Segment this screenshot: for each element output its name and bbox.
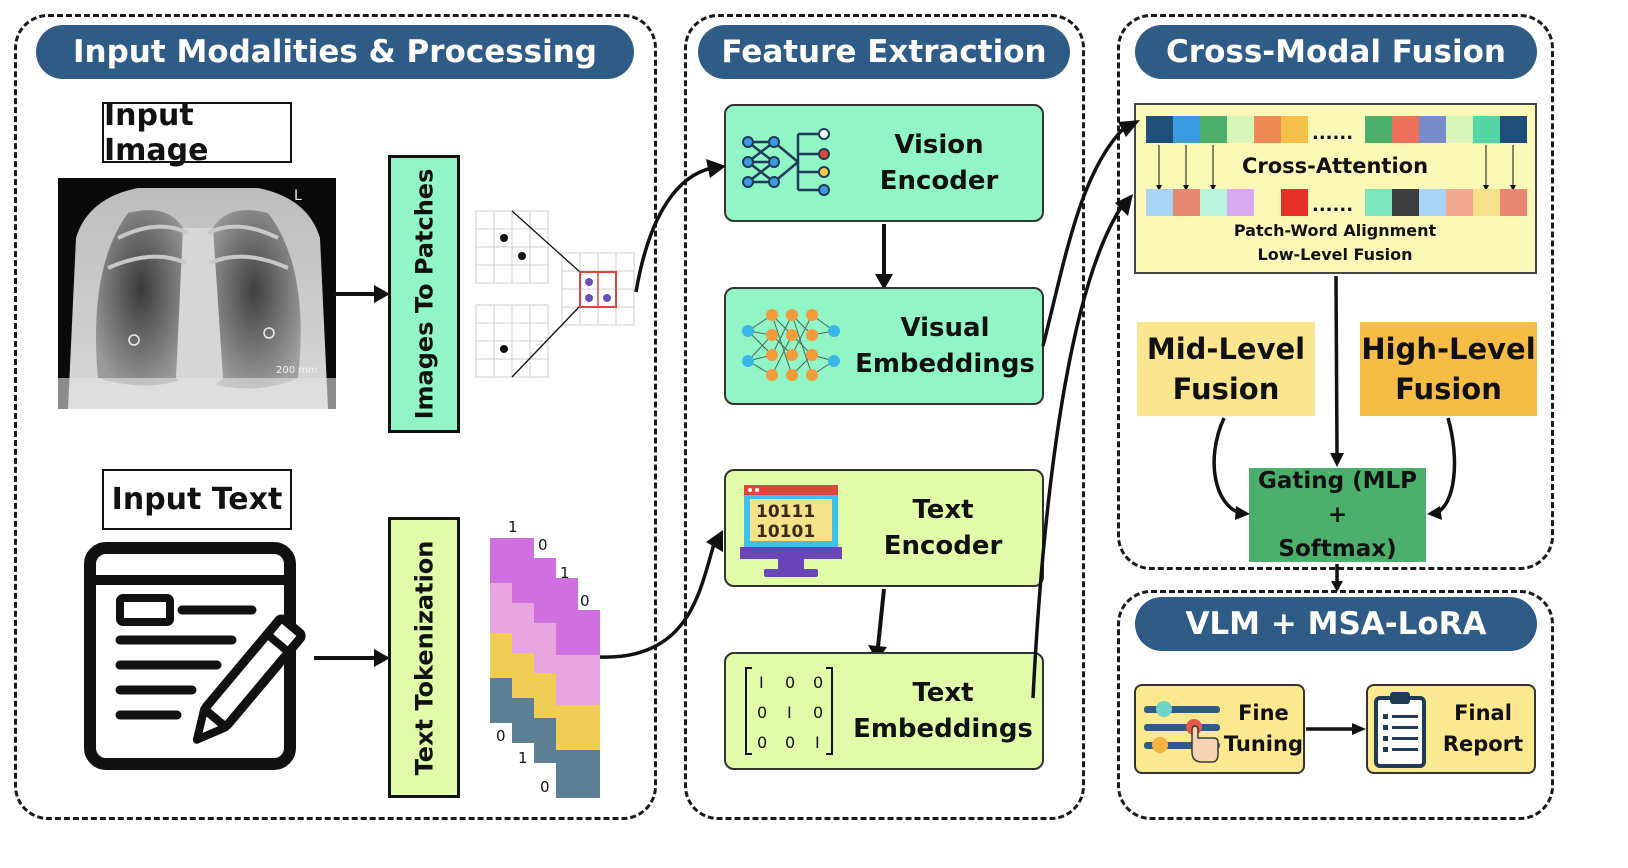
clipboard-report-icon [1374, 692, 1426, 768]
svg-text:0: 0 [757, 733, 767, 752]
document-pen-icon [84, 542, 306, 770]
svg-text:0: 0 [496, 727, 506, 745]
svg-text:1: 1 [508, 518, 518, 536]
xray-image: 200 mm L [58, 178, 336, 409]
fine-tuning-line1: Fine [1238, 701, 1289, 725]
computer-binary-icon: 10111 10101 [740, 485, 842, 577]
mid-level-fusion-box: Mid-Level Fusion [1137, 322, 1315, 416]
gating-line1: Gating (MLP + [1257, 468, 1418, 528]
high-level-fusion-box: High-Level Fusion [1360, 322, 1537, 416]
text-embeddings-line1: Text [912, 678, 974, 708]
neural-network-icon [742, 128, 830, 196]
svg-text:0: 0 [757, 703, 767, 722]
deep-network-icon [742, 309, 840, 381]
arrow-vision-to-visual [875, 224, 893, 290]
svg-text:0: 0 [580, 592, 590, 610]
gating-line2: Softmax) [1278, 536, 1397, 562]
input-image-label: Input Image [102, 98, 292, 168]
high-level-line2: Fusion [1395, 372, 1502, 406]
input-text-label: Input Text [102, 469, 292, 530]
final-report-box: Final Report [1366, 684, 1536, 774]
mid-level-line2: Fusion [1172, 372, 1280, 406]
svg-text:Low-Level Fusion: Low-Level Fusion [1258, 245, 1413, 264]
arrow-image-to-patches [334, 285, 390, 303]
text-embeddings-card: I 0 0 0 I 0 0 0 I Text Embeddings [724, 652, 1044, 770]
text-encoder-line1: Text [912, 495, 974, 525]
input-panel [14, 14, 657, 820]
text-embeddings-line2: Embeddings [853, 714, 1033, 744]
svg-text:I: I [787, 703, 792, 722]
svg-text:0: 0 [785, 733, 795, 752]
svg-text:10111: 10111 [756, 502, 815, 522]
svg-text:200 mm: 200 mm [276, 365, 318, 376]
patch-grid-graphic [475, 210, 635, 378]
input-section-header: Input Modalities & Processing [36, 25, 634, 79]
tuning-sliders-icon [1144, 701, 1220, 763]
visual-embeddings-line2: Embeddings [855, 349, 1035, 379]
vision-encoder-line2: Encoder [879, 166, 999, 196]
svg-text:......: ...... [1312, 123, 1353, 144]
svg-text:1: 1 [518, 749, 528, 767]
text-tokenization-block: Text Tokenization [388, 517, 460, 798]
fine-tuning-line2: Tuning [1223, 732, 1303, 756]
feature-section-header: Feature Extraction [698, 25, 1070, 79]
text-encoder-line2: Encoder [883, 531, 1003, 561]
svg-text:0: 0 [540, 778, 550, 796]
svg-text:0: 0 [785, 673, 795, 692]
svg-text:0: 0 [813, 673, 823, 692]
svg-text:Patch-Word Alignment: Patch-Word Alignment [1234, 221, 1437, 240]
svg-text:......: ...... [1312, 195, 1353, 216]
svg-text:I: I [759, 673, 764, 692]
mid-level-line1: Mid-Level [1146, 332, 1306, 366]
svg-text:10101: 10101 [756, 522, 815, 542]
cross-attention-box: ...... Cross-Attention ...... Patch-Word [1134, 103, 1537, 274]
vlm-section-header: VLM + MSA-LoRA [1135, 597, 1537, 651]
final-report-line1: Final [1454, 701, 1512, 725]
visual-embeddings-card: Visual Embeddings [724, 287, 1044, 405]
svg-text:1: 1 [560, 564, 570, 582]
final-report-line2: Report [1442, 732, 1524, 756]
images-to-patches-block: Images To Patches [388, 155, 460, 433]
svg-text:0: 0 [538, 536, 548, 554]
fusion-section-header: Cross-Modal Fusion [1135, 25, 1537, 79]
svg-text:0: 0 [813, 703, 823, 722]
vision-encoder-card: Vision Encoder [724, 104, 1044, 222]
gating-box: Gating (MLP + Softmax) [1249, 468, 1426, 562]
visual-embeddings-line1: Visual [900, 313, 990, 343]
arrow-text-to-tokenization [314, 649, 390, 667]
token-stack-graphic: 1 0 1 0 0 1 0 [490, 518, 600, 798]
svg-text:I: I [815, 733, 820, 752]
vision-encoder-line1: Vision [894, 130, 984, 160]
svg-text:Cross-Attention: Cross-Attention [1242, 154, 1428, 178]
text-encoder-card: 10111 10101 Text Encoder [724, 469, 1044, 587]
svg-text:L: L [294, 188, 302, 204]
high-level-line1: High-Level [1361, 332, 1536, 366]
fine-tuning-box: Fine Tuning [1134, 684, 1305, 774]
identity-matrix-icon: I 0 0 0 I 0 0 0 I [745, 667, 833, 755]
